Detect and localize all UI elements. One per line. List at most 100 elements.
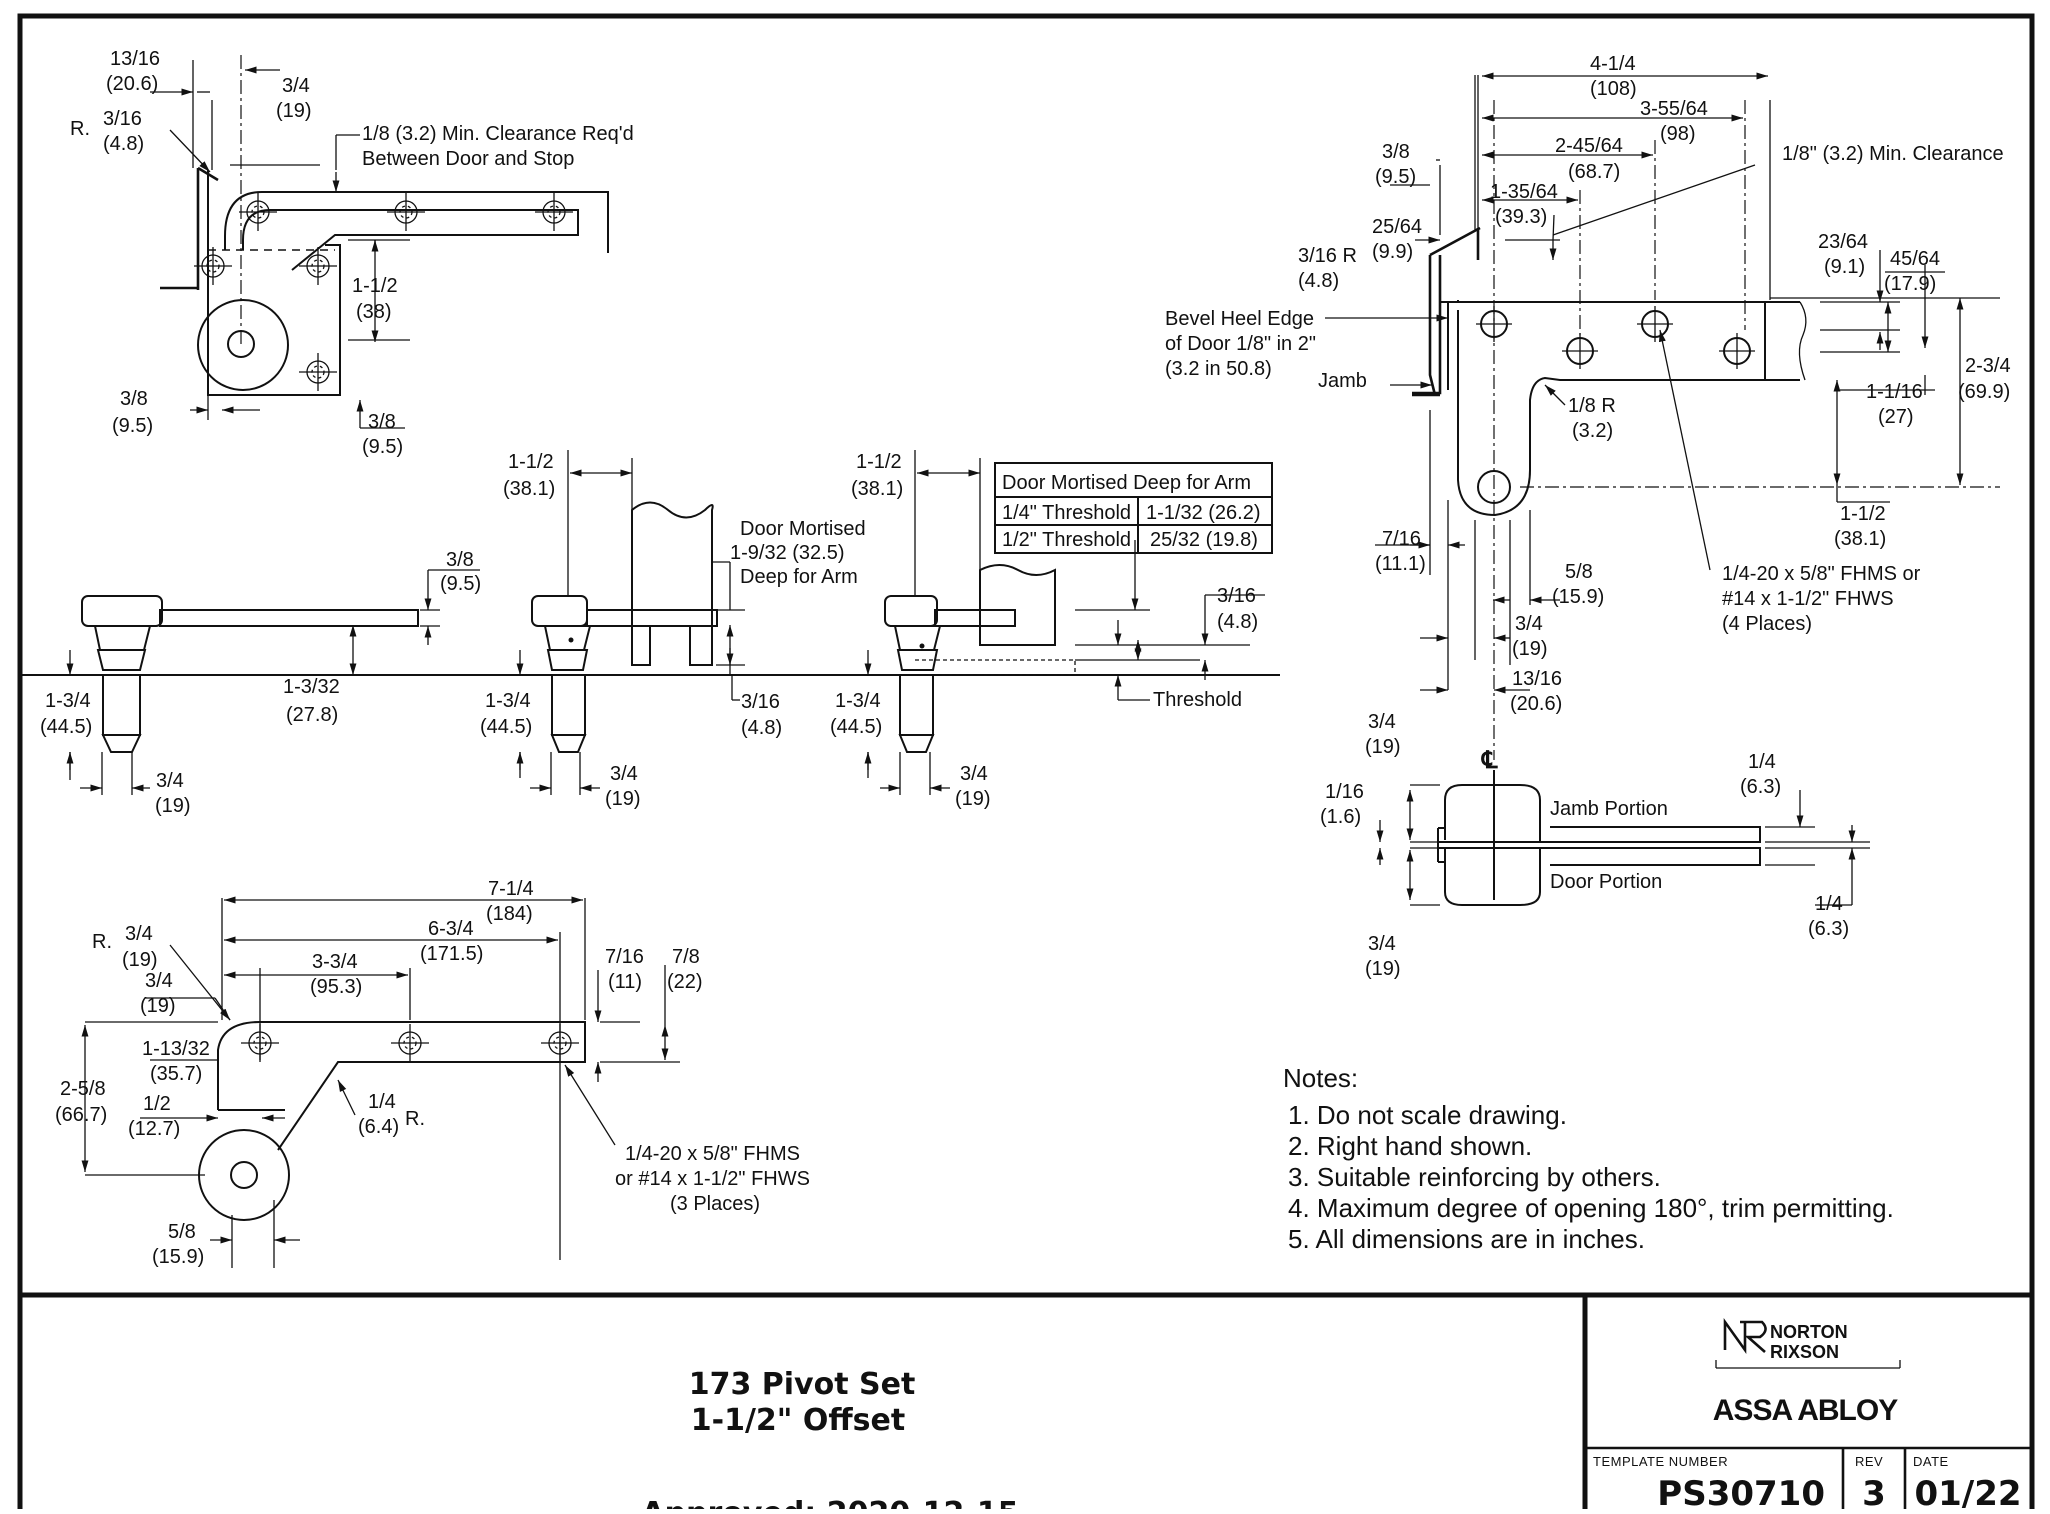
dim-label: (6.4) [358, 1116, 399, 1138]
part-label: Jamb Portion [1550, 798, 1668, 820]
dim-label: 4-1/4 [1590, 53, 1636, 75]
dim-label: (19) [122, 949, 158, 971]
dim-label: (4.8) [103, 133, 144, 155]
dim-label: 5/8 [1565, 561, 1593, 583]
dim-label: 3-3/4 [312, 951, 358, 973]
callout-label: Jamb [1318, 370, 1367, 392]
logo-rixson: RIXSON [1770, 1342, 1839, 1362]
dim-label: 3/8 [1382, 141, 1410, 163]
dim-label: 1-1/2 [508, 451, 554, 473]
dim-label: (95.3) [310, 976, 362, 998]
dim-label: 1-35/64 [1490, 181, 1558, 203]
callout-label: or #14 x 1-1/2" FHWS [615, 1168, 810, 1190]
dim-label: (20.6) [1510, 693, 1562, 715]
dim-label: (19) [155, 795, 191, 817]
dim-label: 1-3/4 [45, 690, 91, 712]
callout-label: (3 Places) [670, 1193, 760, 1215]
callout-label: 1/4-20 x 5/8" FHMS [625, 1143, 800, 1165]
drawing-title: 173 Pivot Set [689, 1367, 916, 1402]
dim-label: 3/4 [1368, 711, 1396, 733]
norton-rixson-logo: NORTON RIXSON ASSA ABLOY [1713, 1317, 1901, 1427]
dim-label: (27) [1878, 406, 1914, 428]
part-label: Door Portion [1550, 871, 1662, 893]
note-item: 3. Suitable reinforcing by others. [1288, 1162, 1661, 1192]
dim-label: 3/4 [1368, 933, 1396, 955]
mortise-table-cell: 1/2" Threshold [1002, 529, 1131, 551]
dim-label: R. [70, 118, 90, 140]
dim-label: 1/4 [368, 1091, 396, 1113]
dim-label: 1/2 [143, 1093, 171, 1115]
dim-label: (98) [1660, 123, 1696, 145]
dim-label: 3/4 [610, 763, 638, 785]
date-label: DATE [1913, 1454, 1949, 1469]
dim-label: 3/4 [145, 970, 173, 992]
dim-label: (19) [1365, 958, 1401, 980]
dim-label: (22) [667, 971, 703, 993]
dim-label: (12.7) [128, 1118, 180, 1140]
dim-label: (9.5) [362, 436, 403, 458]
dim-label: 7/8 [672, 946, 700, 968]
template-number-label: TEMPLATE NUMBER [1593, 1454, 1728, 1469]
dim-label: (27.8) [286, 704, 338, 726]
dim-label: (171.5) [420, 943, 483, 965]
dim-label: (38.1) [1834, 528, 1886, 550]
dim-label: 1-1/2 [1840, 503, 1886, 525]
dim-label: 3-55/64 [1640, 98, 1708, 120]
note-item: 4. Maximum degree of opening 180°, trim … [1288, 1193, 1894, 1223]
dim-label: (19) [276, 100, 312, 122]
drawing-subtitle: 1-1/2" Offset [691, 1403, 905, 1438]
dim-label: 2-3/4 [1965, 355, 2011, 377]
mortise-table-cell: 1/4" Threshold [1002, 502, 1131, 524]
dim-label: (19) [1365, 736, 1401, 758]
dim-label: 3/4 [1515, 613, 1543, 635]
template-number: PS30710 [1657, 1474, 1825, 1509]
dim-label: (11.1) [1375, 553, 1426, 575]
callout-label: Bevel Heel Edge [1165, 308, 1314, 330]
title-block: 173 Pivot Set 1-1/2" Offset Approved: 20… [641, 1317, 2022, 1514]
callout-label: 1/8" (3.2) Min. Clearance [1782, 143, 2004, 165]
dim-label: (108) [1590, 78, 1637, 100]
dim-label: 1-13/32 [142, 1038, 210, 1060]
notes-heading: Notes: [1283, 1063, 1358, 1093]
dim-label: (44.5) [830, 716, 882, 738]
callout-label: Threshold [1153, 689, 1242, 711]
mortise-table: Door Mortised Deep for Arm 1/4" Threshol… [994, 462, 1273, 554]
mortise-table-cell: 25/32 (19.8) [1150, 529, 1258, 551]
dim-label: 3/16 [103, 108, 142, 130]
sheet-border [17, 13, 2035, 1514]
dim-label: (9.5) [112, 415, 153, 437]
dim-label: 1/8 (3.2) Min. Clearance Req'd [362, 123, 634, 145]
dim-label: (15.9) [152, 1246, 204, 1268]
dim-label: 3/4 [282, 75, 310, 97]
dim-label: (39.3) [1495, 206, 1547, 228]
note-item: 1. Do not scale drawing. [1288, 1100, 1567, 1130]
approval-line: Approved: 2020-12-15 [641, 1496, 1018, 1509]
dim-label: 1-1/16 [1866, 381, 1923, 403]
callout-label: Deep for Arm [740, 566, 858, 588]
dim-label: (6.3) [1808, 918, 1849, 940]
dim-label: (1.6) [1320, 806, 1361, 828]
mortise-table-cell: 1-1/32 (26.2) [1146, 502, 1261, 524]
dim-label: 1-3/4 [835, 690, 881, 712]
callout-label: 1/4-20 x 5/8" FHMS or [1722, 563, 1921, 585]
note-item: 5. All dimensions are in inches. [1288, 1224, 1645, 1254]
dim-label: (44.5) [480, 716, 532, 738]
dim-label: (35.7) [150, 1063, 202, 1085]
dim-label: 3/8 [120, 388, 148, 410]
dim-label: 5/8 [168, 1221, 196, 1243]
dim-label: 1-3/32 [283, 676, 340, 698]
dim-label: 1-1/2 [856, 451, 902, 473]
dim-label: (4.8) [1298, 270, 1339, 292]
elevation-views: Door Mortised Deep for Arm 1/4" Threshol… [20, 450, 1280, 817]
callout-label: #14 x 1-1/2" FHWS [1722, 588, 1894, 610]
dim-label: (17.9) [1884, 273, 1936, 295]
rev-label: REV [1855, 1454, 1883, 1469]
dim-label: (4.8) [1217, 611, 1258, 633]
dim-label: R. [92, 931, 112, 953]
hinge-detail: 3/4 (19) ℄ 1/4 (6.3) 1/16 (1.6) Jamb Por… [1320, 711, 1870, 980]
rev-number: 3 [1862, 1474, 1886, 1509]
dim-label: R. [405, 1108, 425, 1130]
dim-label: 2-45/64 [1555, 135, 1623, 157]
dim-label: (3.2) [1572, 420, 1613, 442]
dim-label: (4.8) [741, 717, 782, 739]
